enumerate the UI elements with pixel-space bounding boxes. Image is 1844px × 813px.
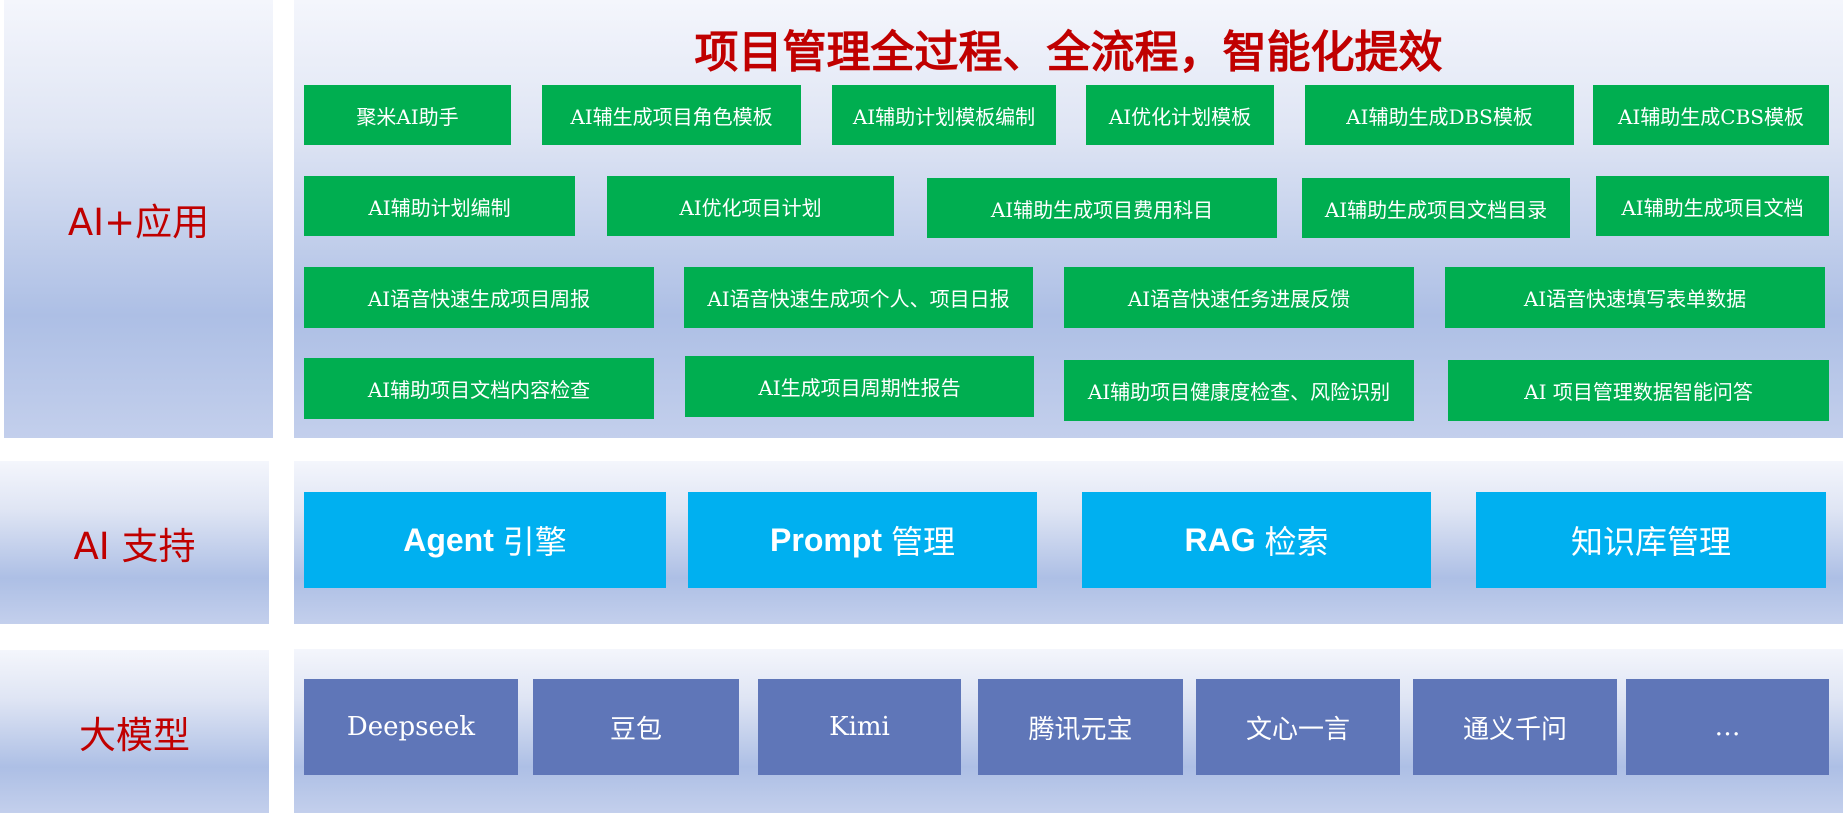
app-item[interactable]: 聚米AI助手	[304, 85, 511, 145]
layer-label-models: 大模型	[79, 713, 190, 757]
support-item-agent[interactable]: Agent 引擎	[304, 492, 666, 588]
model-item[interactable]: 豆包	[533, 679, 739, 775]
layer-label-models-panel: 大模型	[0, 650, 269, 813]
support-item-cn: 引擎	[502, 524, 567, 560]
diagram-title: 项目管理全过程、全流程，智能化提效	[694, 27, 1443, 78]
model-item[interactable]: Kimi	[758, 679, 961, 775]
support-item-knowledge-base[interactable]: 知识库管理	[1476, 492, 1826, 588]
app-item[interactable]: AI优化项目计划	[607, 176, 894, 236]
support-item-prompt[interactable]: Prompt 管理	[688, 492, 1037, 588]
app-item[interactable]: AI生成项目周期性报告	[685, 356, 1034, 417]
support-item-en: RAG	[1184, 521, 1256, 558]
app-item[interactable]: AI辅助生成项目文档	[1596, 176, 1829, 236]
layer-label-application-panel: AI+应用	[4, 0, 273, 438]
app-item[interactable]: AI优化计划模板	[1086, 85, 1274, 145]
support-item-en: Prompt	[770, 521, 883, 558]
support-item-cn: 管理	[890, 524, 955, 560]
model-item[interactable]: Deepseek	[304, 679, 518, 775]
support-item-en: Agent	[403, 521, 494, 558]
app-item[interactable]: AI 项目管理数据智能问答	[1448, 360, 1829, 421]
model-item-more[interactable]: …	[1626, 679, 1829, 775]
layer-label-application: AI+应用	[67, 201, 210, 244]
app-item[interactable]: AI辅助项目健康度检查、风险识别	[1064, 360, 1414, 421]
model-item[interactable]: 腾讯元宝	[978, 679, 1183, 775]
app-item[interactable]: AI辅助计划模板编制	[832, 85, 1056, 145]
app-item[interactable]: AI辅助项目文档内容检查	[304, 358, 654, 419]
app-item[interactable]: AI语音快速任务进展反馈	[1064, 267, 1414, 328]
support-item-rag[interactable]: RAG 检索	[1082, 492, 1431, 588]
app-item[interactable]: AI辅生成项目角色模板	[542, 85, 801, 145]
model-item[interactable]: 文心一言	[1196, 679, 1400, 775]
app-item[interactable]: AI辅助生成项目费用科目	[927, 178, 1277, 238]
layer-label-support-panel: AI 支持	[0, 461, 269, 624]
app-item[interactable]: AI辅助生成DBS模板	[1305, 85, 1574, 145]
app-item[interactable]: AI辅助生成项目文档目录	[1302, 178, 1570, 238]
app-item[interactable]: AI语音快速生成项个人、项目日报	[684, 267, 1033, 328]
support-item-cn: 检索	[1264, 524, 1329, 560]
layer-label-support: AI 支持	[73, 524, 196, 568]
support-item-cn: 知识库管理	[1570, 524, 1731, 560]
app-item[interactable]: AI语音快速填写表单数据	[1445, 267, 1825, 328]
app-item[interactable]: AI语音快速生成项目周报	[304, 267, 654, 328]
app-item[interactable]: AI辅助生成CBS模板	[1593, 85, 1829, 145]
app-item[interactable]: AI辅助计划编制	[304, 176, 575, 236]
model-item[interactable]: 通义千问	[1413, 679, 1617, 775]
